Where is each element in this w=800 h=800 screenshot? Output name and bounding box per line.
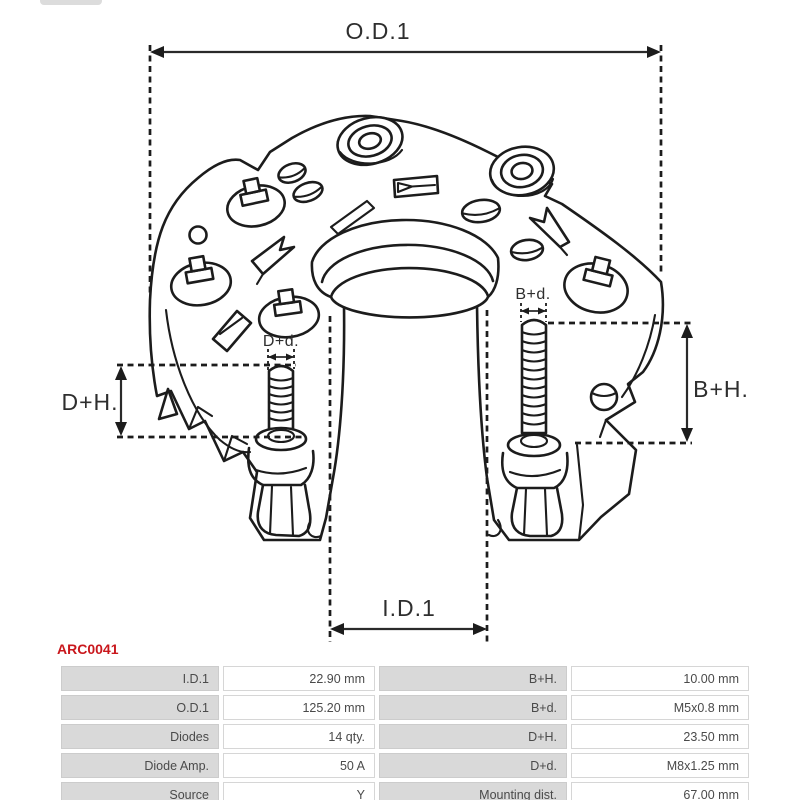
spec-label: D+H. xyxy=(379,724,567,749)
dimension-dpd: D+d. xyxy=(263,333,299,372)
od1-label: O.D.1 xyxy=(345,18,410,44)
diode xyxy=(563,255,629,314)
spec-value: M5x0.8 mm xyxy=(571,695,749,720)
spec-label: I.D.1 xyxy=(61,666,219,691)
diode xyxy=(169,254,233,307)
spec-value: 125.20 mm xyxy=(223,695,375,720)
right-facets xyxy=(575,418,608,542)
small-hole xyxy=(188,225,208,245)
central-collar xyxy=(306,218,502,539)
diode xyxy=(226,176,286,228)
cropped-watermark xyxy=(40,0,102,5)
spec-value: Y xyxy=(223,782,375,800)
terminal-hole xyxy=(460,198,502,224)
spec-label: Diode Amp. xyxy=(61,753,219,778)
table-row: I.D.1 22.90 mm B+H. 10.00 mm xyxy=(61,666,749,691)
dimension-bpd: B+d. xyxy=(515,286,550,322)
mounting-boss-left xyxy=(336,115,404,167)
part-number: ARC0041 xyxy=(57,641,119,657)
mounting-boss-right xyxy=(488,145,556,198)
spec-label: Source xyxy=(61,782,219,800)
spec-value: 67.00 mm xyxy=(571,782,749,800)
dimension-od1: O.D.1 xyxy=(148,18,663,297)
bph-label: B+H. xyxy=(693,376,749,402)
terminal-hole xyxy=(292,180,324,204)
spec-label: D+d. xyxy=(379,753,567,778)
terminal-hole xyxy=(277,161,307,185)
dph-label: D+H. xyxy=(61,389,118,415)
arrow-glyph xyxy=(250,235,296,286)
spec-label: Mounting dist. xyxy=(379,782,567,800)
dimension-bph: B+H. xyxy=(548,321,749,445)
spec-label: B+H. xyxy=(379,666,567,691)
spec-value: 14 qty. xyxy=(223,724,375,749)
collar-mid-ring xyxy=(320,243,495,284)
table-row: Diodes 14 qty. D+H. 23.50 mm xyxy=(61,724,749,749)
spec-value: 10.00 mm xyxy=(571,666,749,691)
spec-value: M8x1.25 mm xyxy=(571,753,749,778)
table-row: Diode Amp. 50 A D+d. M8x1.25 mm xyxy=(61,753,749,778)
technical-drawing: O.D.1 I.D.1 D+H. B+H. xyxy=(61,18,749,642)
slot xyxy=(211,309,253,353)
spec-value: 23.50 mm xyxy=(571,724,749,749)
terminal-hole xyxy=(509,238,545,262)
spec-label: Diodes xyxy=(61,724,219,749)
spec-value: 50 A xyxy=(223,753,375,778)
spec-table: I.D.1 22.90 mm B+H. 10.00 mm O.D.1 125.2… xyxy=(57,662,753,800)
table-row: O.D.1 125.20 mm B+d. M5x0.8 mm xyxy=(61,695,749,720)
slot xyxy=(392,174,440,199)
collar-inner-ring xyxy=(329,266,490,299)
id1-label: I.D.1 xyxy=(382,595,436,621)
table-row: Source Y Mounting dist. 67.00 mm xyxy=(61,782,749,800)
left-spike xyxy=(157,387,179,421)
spec-label: B+d. xyxy=(379,695,567,720)
stud-right xyxy=(500,318,569,538)
left-inner-contour xyxy=(164,308,252,454)
dimension-id1: I.D.1 xyxy=(328,310,489,642)
spec-label: O.D.1 xyxy=(61,695,219,720)
spec-value: 22.90 mm xyxy=(223,666,375,691)
screw-head xyxy=(589,382,619,412)
tube-foot-curls xyxy=(306,518,502,539)
dimension-dph: D+H. xyxy=(61,363,305,439)
arrow-glyph xyxy=(528,206,571,257)
bpd-label: B+d. xyxy=(515,286,550,303)
diode xyxy=(257,287,321,339)
dpd-label: D+d. xyxy=(263,333,299,350)
stud-left xyxy=(246,364,315,538)
left-facets xyxy=(187,405,249,463)
slanted-bar xyxy=(329,199,376,236)
